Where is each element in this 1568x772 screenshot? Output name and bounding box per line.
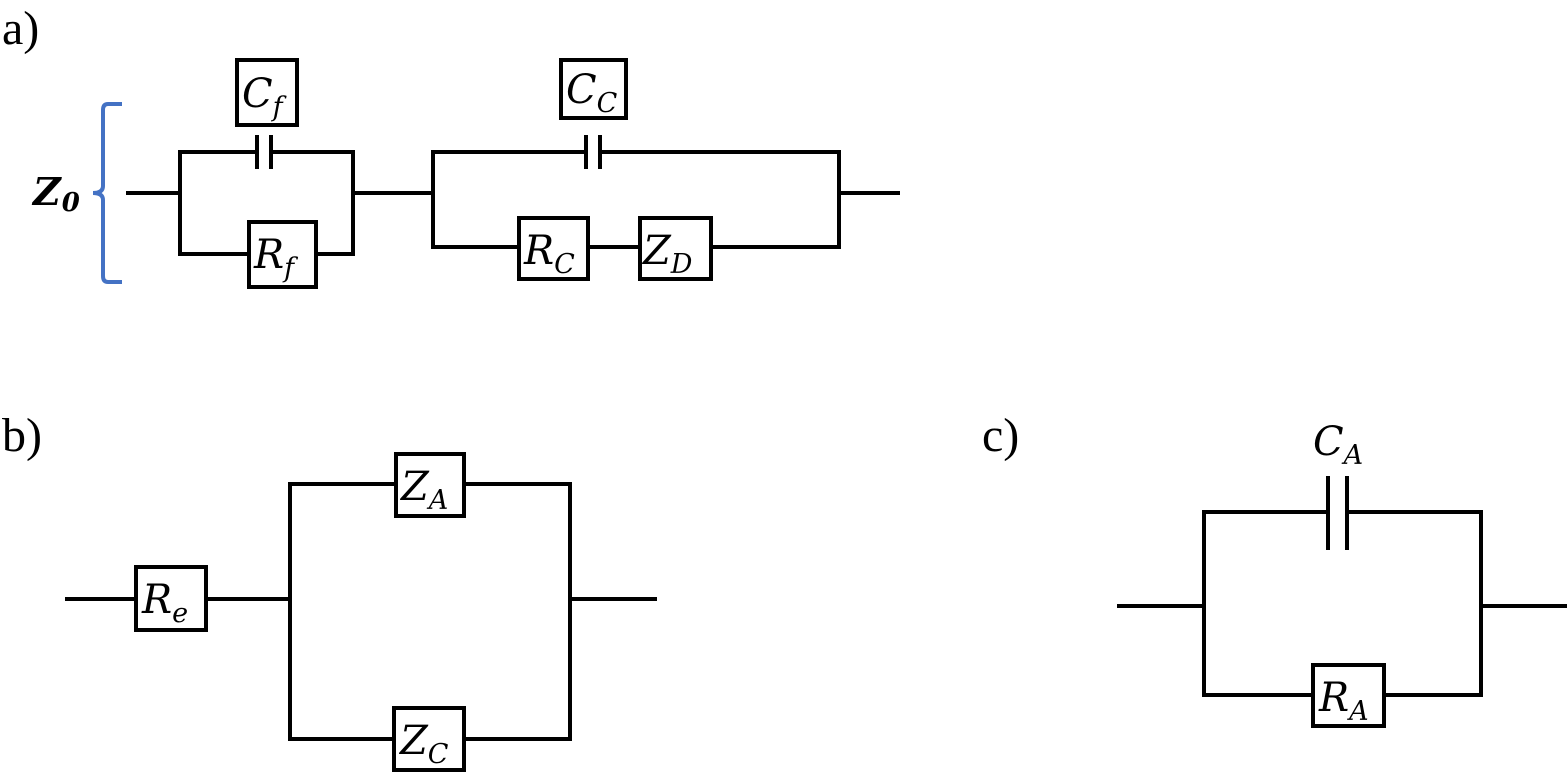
za-label: ZA	[399, 464, 448, 516]
z0-label: Z0	[31, 169, 80, 218]
re-label: Re	[141, 577, 188, 629]
ca-label: CA	[1313, 419, 1363, 471]
resistor-rf	[247, 220, 318, 289]
zd-label: ZD	[641, 228, 693, 280]
panel-a-label: a)	[2, 2, 39, 55]
panel-a: a) Z0 Cf Rf CC RC ZD	[2, 2, 900, 289]
impedance-za	[394, 452, 466, 518]
cf-label: Cf	[242, 71, 287, 123]
zc-label: ZC	[398, 718, 449, 770]
rc-label: RC	[523, 228, 575, 280]
resistor-re	[134, 565, 208, 632]
panel-b-label: b)	[2, 409, 42, 462]
cc-label-box	[559, 58, 628, 120]
ra-label: RA	[1318, 675, 1369, 727]
panel-b: b) Re ZA ZC	[2, 409, 657, 772]
cf-label-box	[235, 58, 299, 127]
panel-c-label: c)	[982, 409, 1019, 462]
cc-label: CC	[566, 67, 618, 119]
panel-c: c) CA RA	[982, 409, 1567, 728]
z0-brace	[92, 102, 122, 284]
